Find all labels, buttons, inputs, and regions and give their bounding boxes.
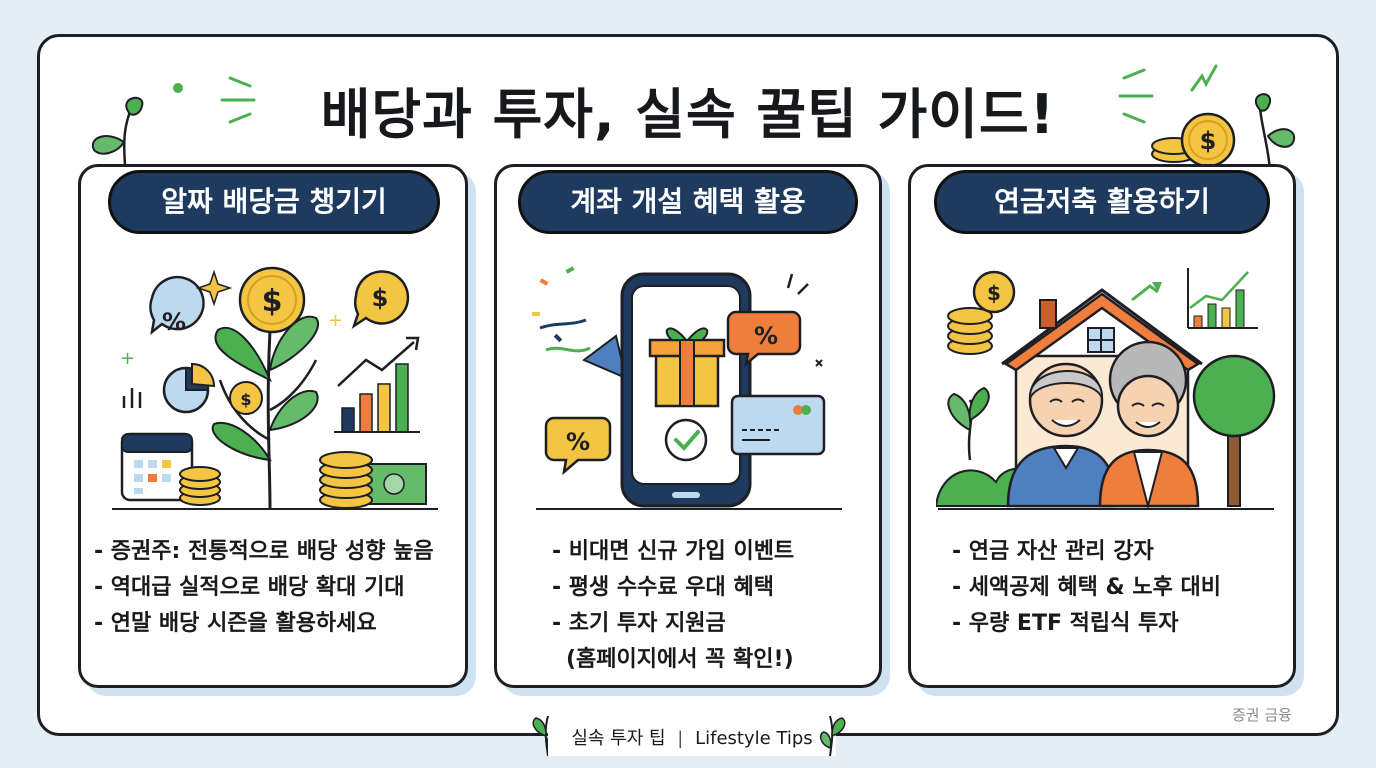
coin-stack-icon: $: [947, 270, 1016, 355]
bullet-item: - 우량 ETF 적립식 투자: [952, 611, 1179, 636]
card-2-divider: [536, 508, 842, 510]
svg-text:$: $: [987, 281, 1001, 305]
svg-text:+: +: [328, 310, 343, 331]
dollar-bubble-icon: $: [351, 270, 410, 330]
big-coin-stack-icon: [319, 451, 373, 509]
percent-bubble-icon: %: [544, 416, 612, 476]
bullet-item: - 비대면 신규 가입 이벤트: [552, 539, 795, 564]
svg-text:$: $: [1200, 127, 1217, 155]
card-3-illustration: $: [936, 268, 1276, 510]
card-1-bullets: - 증권주: 전통적으로 배당 성향 높음 - 역대급 실적으로 배당 확대 기…: [94, 534, 434, 642]
card-2-heading: 계좌 개설 혜택 활용: [518, 170, 858, 234]
bullet-item: - 세액공제 혜택 & 노후 대비: [952, 575, 1222, 600]
pie-chart-icon: [162, 362, 216, 414]
bullet-item: - 역대급 실적으로 배당 확대 기대: [94, 575, 405, 600]
tree-icon: [1192, 354, 1276, 507]
svg-text:+: +: [120, 348, 135, 369]
small-coin-icon: $: [229, 381, 263, 415]
sparkle-lines-left-icon: [173, 76, 256, 124]
svg-text:$: $: [372, 284, 389, 312]
footer-label: 실속 투자 팁: [571, 728, 666, 749]
gift-box-icon: [648, 327, 726, 408]
sparkle-lines-right-icon: [1118, 64, 1218, 124]
bullet-item: (홈페이지에서 꼭 확인!): [566, 647, 794, 672]
coin-stack-icon: [179, 466, 221, 506]
growth-bar-chart-icon: [334, 336, 420, 433]
bullet-item: - 연금 자산 관리 강자: [952, 539, 1154, 564]
card-3-divider: [938, 508, 1274, 510]
bullet-item: - 초기 투자 지원금: [552, 611, 726, 636]
elderly-man-icon: [1006, 362, 1118, 508]
coin-stack-leaf-icon: $: [1151, 93, 1295, 171]
svg-text:$: $: [262, 284, 283, 319]
brand-watermark: 증권 금융: [1232, 706, 1292, 724]
svg-text:%: %: [162, 308, 186, 336]
svg-text:%: %: [566, 428, 590, 456]
bullet-item: - 연말 배당 시즌을 활용하세요: [94, 611, 377, 636]
card-3-bullets: - 연금 자산 관리 강자 - 세액공제 혜택 & 노후 대비 - 우량 ETF…: [952, 534, 1221, 642]
footer-divider: |: [677, 728, 684, 749]
footer-tag: 실속 투자 팁 | Lifestyle Tips: [548, 722, 836, 756]
growth-chart-icon: [1131, 268, 1258, 329]
calendar-icon: [120, 432, 194, 502]
bullet-item: - 증권주: 전통적으로 배당 성향 높음: [94, 539, 434, 564]
page-title: 배당과 투자, 실속 꿀팁 가이드!: [320, 83, 1056, 146]
card-2-illustration: % %: [532, 266, 826, 508]
card-2-bullets: - 비대면 신규 가입 이벤트 - 평생 수수료 우대 혜택 - 초기 투자 지…: [552, 534, 794, 678]
card-3-heading: 연금저축 활용하기: [934, 170, 1270, 234]
credit-card-icon: [730, 394, 826, 456]
elderly-woman-icon: [1098, 340, 1200, 510]
card-1-illustration: % + $ $: [120, 266, 427, 510]
card-1-divider: [112, 508, 438, 510]
dollar-coin-icon: $: [238, 266, 306, 334]
bullet-item: - 평생 수수료 우대 혜택: [552, 575, 774, 600]
confetti-icon: [532, 266, 628, 380]
svg-text:%: %: [754, 322, 778, 350]
card-1-heading: 알짜 배당금 챙기기: [108, 170, 440, 234]
percent-bubble-icon: %: [726, 310, 802, 368]
svg-text:$: $: [240, 390, 251, 409]
check-circle-icon: [664, 418, 708, 462]
leaf-footer-right-icon: [819, 715, 846, 757]
percent-bubble-icon: %: [149, 275, 205, 336]
footer-sublabel: Lifestyle Tips: [695, 728, 813, 749]
